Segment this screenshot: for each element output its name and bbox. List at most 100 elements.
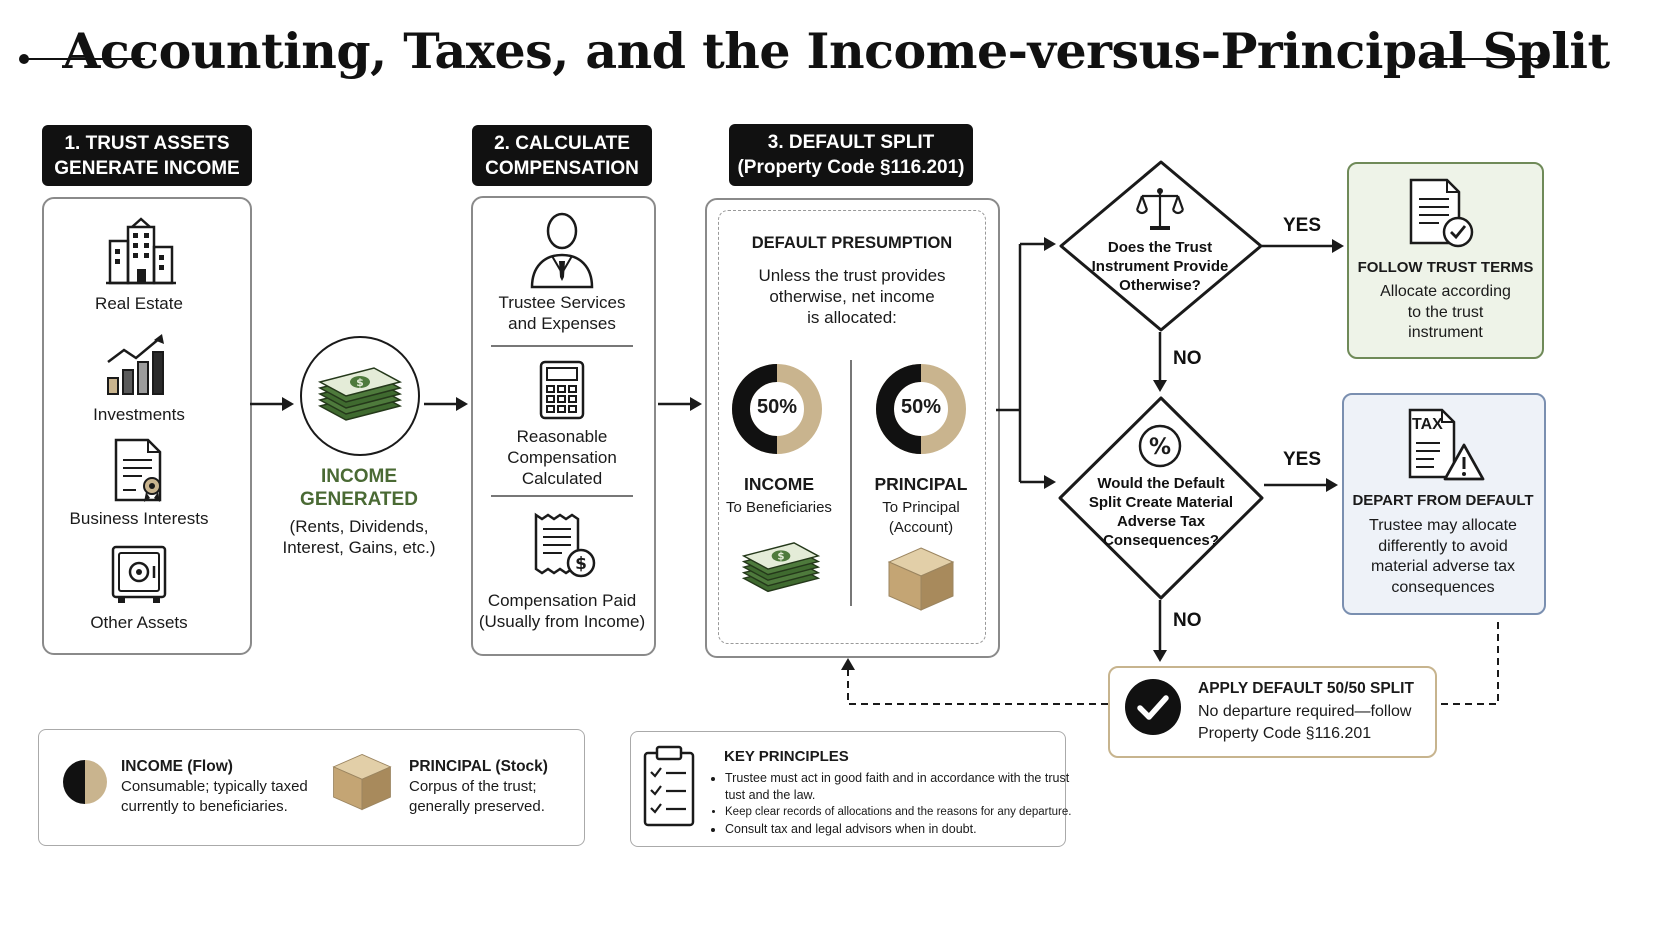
decision2-no-label: NO [1173,610,1202,631]
default-presumption-title: DEFAULT PRESUMPTION [751,234,953,252]
chart-icon [107,334,164,395]
decision1-line1: Does the Trust [1107,239,1213,256]
step1-item-real-estate: Real Estate [95,294,183,313]
presumption-line3: is allocated: [807,308,897,327]
step2-item1-line1: Trustee Services [498,293,626,312]
svg-text:$: $ [575,554,587,574]
apply-default-title: APPLY DEFAULT 50/50 SPLIT [1198,680,1414,697]
principal-sub-line2: (Account) [888,519,954,536]
decision2-yes-label: YES [1283,449,1322,470]
principle-item-1-line2: tust and the law. [725,788,816,802]
step1-header-line1: 1. TRUST ASSETS [64,132,230,154]
step2-header-line2: COMPENSATION [485,157,639,179]
legend-principal-line2: generally preserved. [409,798,545,815]
income-generated-desc: (Rents, Dividends, Interest, Gains, etc.… [270,516,448,558]
box-icon [887,547,955,611]
step2-header: 2. CALCULATE COMPENSATION [472,125,652,186]
title-right-rule [1430,58,1542,60]
follow-terms-title: FOLLOW TRUST TERMS [1357,259,1534,276]
income-generated-desc-line1: (Rents, Dividends, [289,517,429,536]
decision2-line4: Consequences? [1103,532,1219,549]
arrow-assets-to-income [250,397,294,411]
scales-icon [1136,188,1184,230]
income-half-circle-icon [63,760,107,804]
arrow-decision1-yes [1262,239,1344,253]
svg-text:$: $ [356,376,364,389]
income-generated-title: INCOME GENERATED [284,465,434,511]
key-principles-title: KEY PRINCIPLES [724,748,849,765]
arrow-decision2-no [1153,600,1167,662]
arrow-decision2-yes [1264,478,1338,492]
presumption-line2: otherwise, net income [769,287,935,306]
percent-icon: % [1138,424,1182,468]
legend-box [38,729,585,846]
decision2-line3: Adverse Tax [1116,513,1206,530]
clipboard-checklist-icon [643,745,695,827]
income-generated-desc-line2: Interest, Gains, etc.) [282,538,436,557]
document-check-icon [1409,178,1474,248]
principal-sub-line1: To Principal [882,499,960,516]
legend-income-title: INCOME (Flow) [121,758,233,775]
follow-terms-line2: to the trust [1407,303,1484,321]
step2-item-services: Trustee Services and Expenses [474,292,650,334]
key-principles-box [630,731,1066,847]
depart-title: DEPART FROM DEFAULT [1352,492,1534,509]
income-pct: 50% [756,396,798,418]
depart-line3: material adverse tax [1370,558,1516,575]
document-seal-icon [114,438,162,502]
principal-label: PRINCIPAL [874,474,968,494]
money-stack-icon: $ [317,367,403,421]
decision2-line1: Would the Default [1097,475,1225,492]
receipt-dollar-icon: $ [534,512,596,578]
arrow-decision1-no [1153,332,1167,392]
default-presumption-text: Unless the trust provides otherwise, net… [720,265,984,328]
income-money-icon: $ [741,542,821,593]
decision2-diamond [1058,396,1264,600]
step3-header-line1: 3. DEFAULT SPLIT [767,132,935,153]
step2-item1-line2: and Expenses [508,314,616,333]
step2-item3-line1: Compensation Paid [487,591,637,610]
presumption-line1: Unless the trust provides [758,266,946,285]
svg-text:$: $ [777,551,784,563]
step2-item2-line2: Compensation [507,448,617,467]
step1-item-business-interests: Business Interests [69,509,209,528]
principal-donut-segment [876,364,922,454]
building-icon [106,217,176,285]
step2-item2-line3: Calculated [521,469,603,488]
depart-line4: consequences [1391,578,1495,596]
follow-terms-text: Allocate according to the trust instrume… [1349,282,1542,344]
principle-item-3: Consult tax and legal advisors when in d… [725,821,1075,838]
legend-principal-line1: Corpus of the trust; [409,778,537,795]
principle-item-1: Trustee must act in good faith and in ac… [725,770,1075,804]
income-sub: To Beneficiaries [726,499,832,516]
decision1-yes-label: YES [1283,215,1322,236]
arrow-compensation-to-split [658,397,702,411]
principal-pct: 50% [900,396,942,418]
arrow-income-to-compensation [424,397,468,411]
split-divider [850,360,852,606]
step2-item-calculated: Reasonable Compensation Calculated [474,426,650,489]
income-generated-title-line1: INCOME [321,466,397,487]
decision2-question: Would the Default Split Create Material … [1082,474,1240,550]
step1-header-line2: GENERATE INCOME [54,157,240,179]
step2-item3-line2: (Usually from Income) [478,612,646,631]
connector-split-to-decisions [996,237,1056,489]
legend-income-line2: currently to beneficiaries. [121,798,288,815]
apply-default-text: No departure required—follow Property Co… [1198,701,1430,745]
principal-donut [876,364,966,454]
decision1-no-label: NO [1173,348,1202,369]
title-left-rule [24,58,145,60]
decision1-question: Does the Trust Instrument Provide Otherw… [1082,238,1238,295]
legend-income-line1: Consumable; typically taxed [121,778,308,795]
dashed-return-connector [841,622,1499,705]
step2-item-paid: Compensation Paid (Usually from Income) [474,590,650,632]
step2-item2-line1: Reasonable [516,427,608,446]
decision1-diamond [1059,160,1263,332]
step3-header-line2: (Property Code §116.201) [737,157,965,178]
svg-text:%: % [1149,435,1171,460]
legend-principal-title: PRINCIPAL (Stock) [409,758,548,775]
checkmark-circle-icon [1125,679,1181,735]
step2-divider-1 [491,345,633,347]
follow-terms-line1: Allocate according [1380,283,1511,300]
principle-item-1-line1: Trustee must act in good faith and in ac… [725,771,1070,785]
